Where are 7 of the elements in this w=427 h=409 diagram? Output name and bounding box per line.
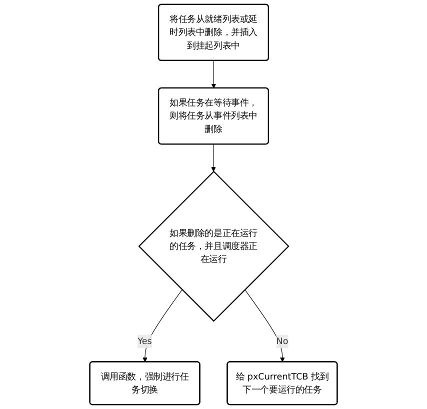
node-diamond: 如果删除的是正在运行的任务，并且调度器正在运行 (138, 170, 290, 322)
edge-label: No (276, 336, 288, 346)
edge-label: Yes (138, 336, 152, 346)
arrow (142, 289, 182, 362)
arrow (211, 144, 216, 172)
arrow (244, 289, 285, 362)
arrow (211, 60, 216, 88)
